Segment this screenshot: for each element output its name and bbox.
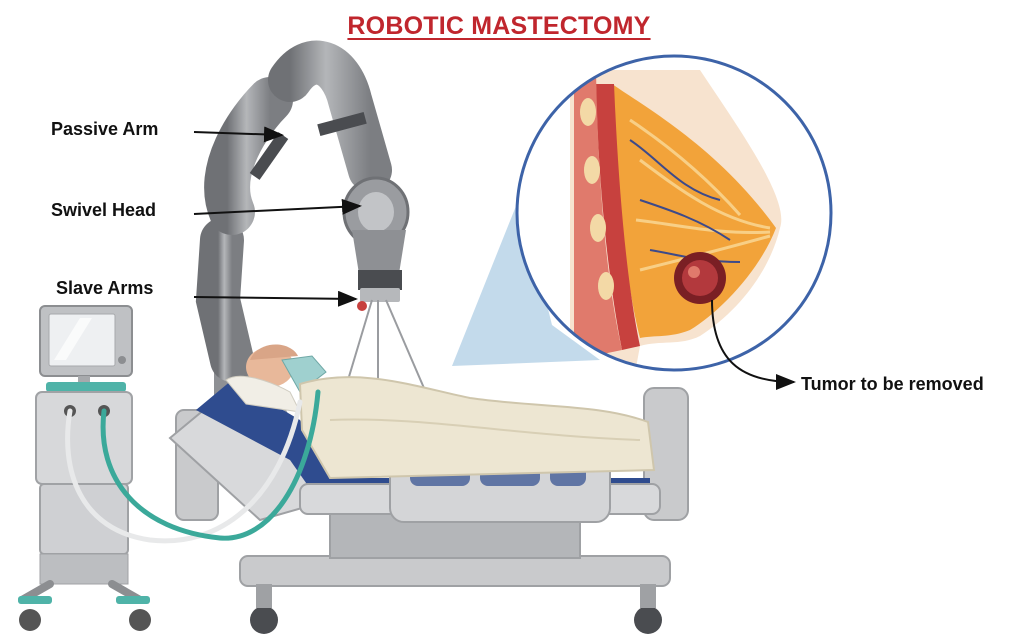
label-tumor: Tumor to be removed — [801, 374, 984, 395]
label-swivel-head: Swivel Head — [51, 200, 156, 221]
ventilator-cart — [18, 306, 151, 631]
label-slave-arms: Slave Arms — [56, 278, 153, 299]
label-passive-arm: Passive Arm — [51, 119, 158, 140]
page-title: ROBOTIC MASTECTOMY — [338, 12, 660, 41]
